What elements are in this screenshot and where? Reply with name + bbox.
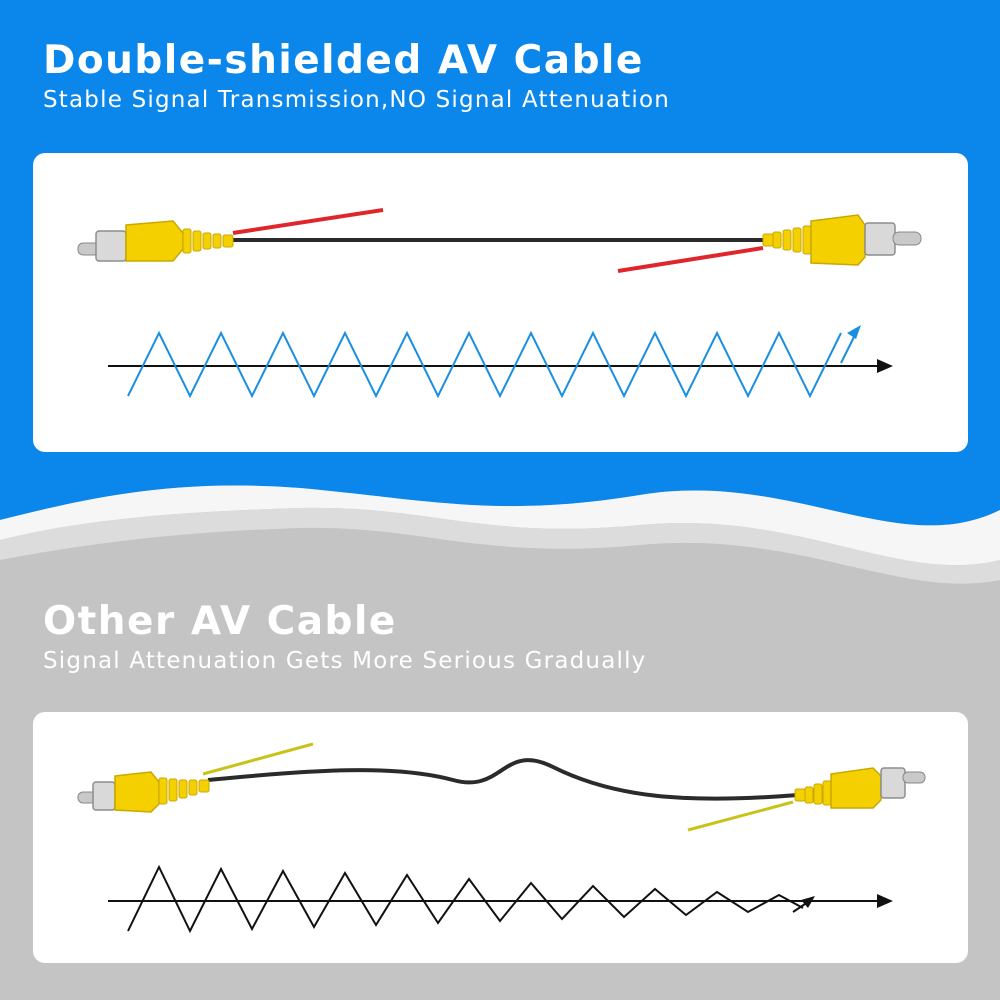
decaying-signal-wave [127,864,804,934]
top-subtitle: Stable Signal Transmission,NO Signal Att… [43,87,671,113]
signal-arrowhead [847,325,861,339]
double-shielded-cable-panel [33,153,968,452]
other-cable-illustration [77,742,926,934]
yellow-wire-left [202,742,314,776]
red-wire-right [617,246,764,273]
signal-arrowhead [801,896,815,908]
axis-arrowhead [877,894,893,908]
axis-arrowhead [877,359,893,373]
left-rca-connector [77,220,234,262]
light-wave-band [0,507,1000,584]
top-title: Double-shielded AV Cable [43,38,644,83]
other-cable-panel [33,712,968,963]
left-rca-connector [77,771,210,813]
double-shielded-illustration [77,208,922,399]
stable-signal-wave [127,330,842,399]
right-rca-connector [794,767,926,809]
signal-arrow-tail [840,330,858,364]
bottom-subtitle: Signal Attenuation Gets More Serious Gra… [43,648,647,674]
red-wire-left [232,208,384,235]
black-cable [207,758,799,801]
yellow-wire-right [687,800,794,832]
bottom-title: Other AV Cable [43,599,397,644]
right-rca-connector [762,214,922,266]
white-wave-divider [0,485,1000,566]
